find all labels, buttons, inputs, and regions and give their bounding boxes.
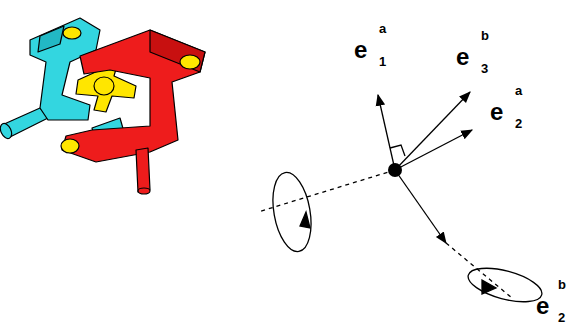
- vector-index: 2: [515, 117, 522, 130]
- vector-symbol: e: [536, 294, 549, 318]
- vector-index: a: [379, 22, 386, 35]
- vector-frame: [258, 92, 545, 308]
- vector-symbol: e: [456, 45, 469, 69]
- vector-index: b: [481, 29, 489, 42]
- vector-index: b: [558, 278, 566, 291]
- universal-joint: [0, 18, 205, 194]
- vector-index: 2: [558, 311, 565, 324]
- vector-symbol: e: [354, 38, 367, 62]
- origin-dot: [388, 163, 402, 177]
- vector-index: a: [515, 84, 522, 97]
- vector-index: 1: [379, 55, 386, 68]
- vector-index: 3: [481, 62, 488, 75]
- vector-symbol: e: [490, 100, 503, 124]
